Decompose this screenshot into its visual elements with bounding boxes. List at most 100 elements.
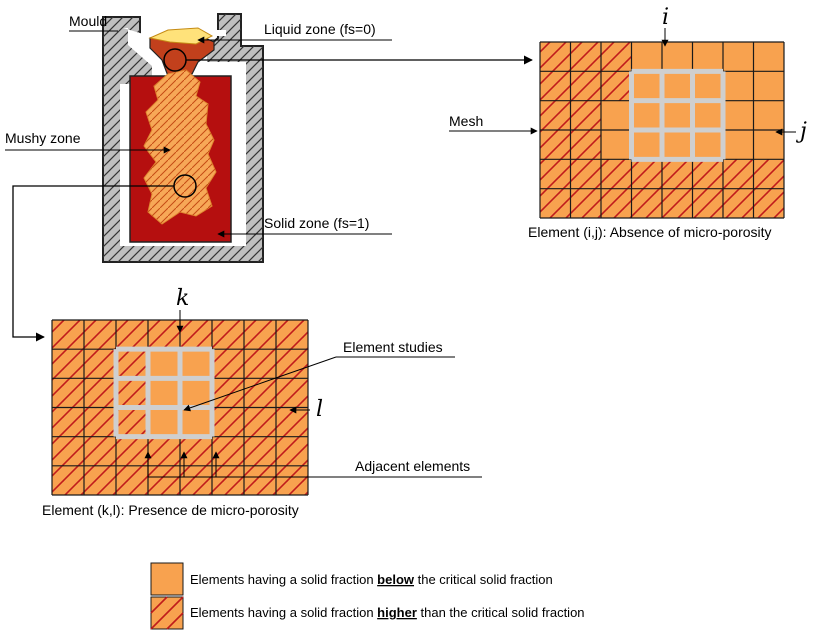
mesh-cell-hatch — [570, 130, 601, 160]
mesh-cell-hatch — [116, 320, 148, 350]
mesh-cell — [631, 71, 662, 101]
mesh-cell-hatch — [753, 188, 784, 218]
mesh-cell — [662, 71, 693, 101]
mesh-cell-hatch — [570, 159, 601, 189]
mesh-cell — [631, 100, 662, 130]
mesh-cell-hatch — [212, 465, 244, 495]
index-j-label: j — [795, 119, 807, 144]
mesh-cell — [692, 71, 723, 101]
mesh-cell — [753, 130, 784, 160]
mesh-cell-hatch — [180, 465, 212, 495]
mesh-cell — [723, 130, 754, 160]
mesh-cell-hatch — [116, 407, 148, 437]
mesh-cell — [148, 349, 180, 379]
mesh-cell-hatch — [84, 465, 116, 495]
element-studies-label: Element studies — [343, 339, 443, 355]
mesh-cell-hatch — [116, 465, 148, 495]
mesh-cell-hatch — [116, 378, 148, 408]
mesh-cell-hatch — [662, 159, 693, 189]
mushy-zone-label: Mushy zone — [5, 130, 81, 146]
mesh-cell — [753, 71, 784, 101]
mesh-cell — [723, 42, 754, 72]
mesh-cell-hatch — [212, 349, 244, 379]
adjacent-elements-label: Adjacent elements — [355, 458, 470, 474]
mesh-cell-hatch — [180, 320, 212, 350]
mesh-cell — [631, 130, 662, 160]
mesh-cell — [692, 130, 723, 160]
mesh-kl — [51, 319, 309, 496]
mesh-cell-hatch — [540, 42, 571, 72]
mesh-cell-hatch — [244, 465, 276, 495]
legend: Elements having a solid fraction below t… — [150, 562, 585, 630]
mesh-cell — [753, 100, 784, 130]
solid-zone-label: Solid zone (fs=1) — [264, 215, 369, 231]
liquid-zone-label: Liquid zone (fs=0) — [264, 21, 376, 37]
index-i-label: i — [662, 5, 669, 30]
mesh-cell-hatch — [631, 188, 662, 218]
element-studies-arrow — [183, 356, 337, 412]
mesh-cell-hatch — [601, 159, 632, 189]
mesh-cell-hatch — [601, 42, 632, 72]
mesh-cell-hatch — [570, 71, 601, 101]
mesh-ij — [539, 41, 785, 219]
mesh-cell-hatch — [84, 436, 116, 466]
mesh-cell-hatch — [52, 436, 84, 466]
mesh-cell-hatch — [570, 188, 601, 218]
mesh-cell — [692, 42, 723, 72]
mesh-cell — [723, 71, 754, 101]
index-l-label: l — [316, 397, 323, 422]
mesh-cell — [148, 407, 180, 437]
mesh-cell — [180, 407, 212, 437]
mesh-cell-hatch — [723, 159, 754, 189]
mesh-cell-hatch — [244, 320, 276, 350]
connector-kl — [12, 185, 174, 342]
mesh-cell-hatch — [84, 320, 116, 350]
mesh-cell-hatch — [84, 349, 116, 379]
mesh-cell-hatch — [276, 436, 308, 466]
mesh-cell — [662, 130, 693, 160]
mesh-cell-hatch — [52, 407, 84, 437]
mesh-cell-hatch — [212, 436, 244, 466]
mesh-cell-hatch — [244, 407, 276, 437]
mesh-cell — [148, 378, 180, 408]
mesh-cell-hatch — [723, 188, 754, 218]
mesh-cell-hatch — [540, 188, 571, 218]
mesh-cell-hatch — [148, 320, 180, 350]
mesh-cell-hatch — [753, 159, 784, 189]
mesh-cell-hatch — [540, 71, 571, 101]
mesh-cell-hatch — [52, 378, 84, 408]
mesh-cell-hatch — [631, 159, 662, 189]
mesh-cell-hatch — [276, 349, 308, 379]
mesh-cell-hatch — [570, 100, 601, 130]
legend-higher-text: Elements having a solid fraction higher … — [190, 605, 585, 620]
mesh-cell-hatch — [116, 349, 148, 379]
mesh-cell-hatch — [692, 159, 723, 189]
mesh-cell — [662, 42, 693, 72]
mould-label: Mould — [69, 13, 107, 29]
mesh-cell — [662, 100, 693, 130]
mesh-cell-hatch — [601, 188, 632, 218]
mesh-cell-hatch — [116, 436, 148, 466]
mesh-cell-hatch — [52, 349, 84, 379]
mesh-cell-hatch — [276, 320, 308, 350]
mesh-cell-hatch — [180, 436, 212, 466]
mesh-cell-hatch — [276, 378, 308, 408]
mesh-cell-hatch — [52, 320, 84, 350]
mesh-cell-hatch — [148, 436, 180, 466]
mesh-cell-hatch — [601, 71, 632, 101]
mesh-cell — [180, 349, 212, 379]
mesh-ij-caption: Element (i,j): Absence of micro-porosity — [528, 224, 772, 240]
mesh-cell-hatch — [212, 407, 244, 437]
mesh-cell-hatch — [540, 130, 571, 160]
mesh-cell-hatch — [244, 436, 276, 466]
mesh-cell-hatch — [244, 349, 276, 379]
mesh-label: Mesh — [449, 113, 483, 129]
mesh-cell-hatch — [276, 465, 308, 495]
mesh-cell-hatch — [84, 378, 116, 408]
mesh-cell-hatch — [570, 42, 601, 72]
mesh-cell — [723, 100, 754, 130]
legend-below-text: Elements having a solid fraction below t… — [190, 572, 553, 587]
mesh-cell-hatch — [84, 407, 116, 437]
